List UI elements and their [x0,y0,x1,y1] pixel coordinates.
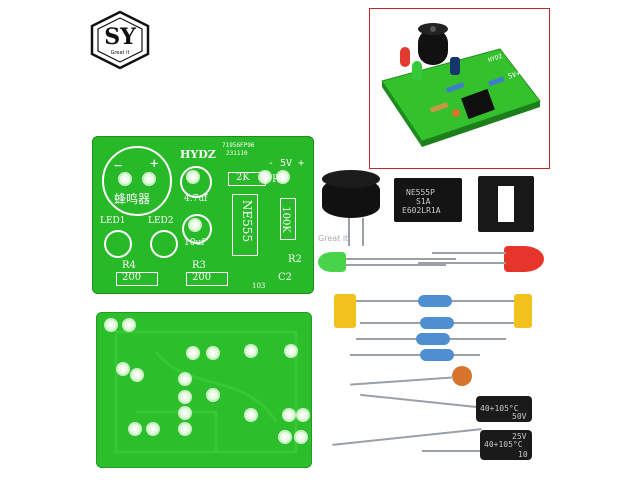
back-pad [132,370,142,380]
back-pad [180,424,190,434]
r4-value: 200 [122,272,142,283]
back-pad [284,410,294,420]
r3-outline [186,272,228,286]
back-pad [246,346,256,356]
ic-marking: NE555P [406,188,435,197]
r1-ref: R1 [272,174,286,185]
electrolytic-capacitor-large: 40+105°C 25V 10 [480,430,532,460]
resistor [420,317,454,329]
ic-label: NE555 [240,199,255,243]
back-pad [208,348,218,358]
ic-sub: S1A [416,197,431,206]
back-pad [180,374,190,384]
buzzer-pad [144,174,154,184]
c2-value: 103 [252,282,266,290]
cap-large-value: 10 [518,450,528,459]
back-pad [298,410,308,420]
r2-ref: R2 [288,254,302,265]
led2-label: LED2 [148,216,174,226]
buzzer-component [318,170,384,246]
yellow-capacitor [334,294,356,328]
ic-date: E602LR1A [402,206,441,215]
r1-value: 2K [236,172,250,183]
resistor [416,333,450,345]
brand-logo: SY Great it [88,10,152,70]
back-pad [118,364,128,374]
r3-ref: R3 [192,260,206,271]
red-led [504,246,544,272]
back-pad [246,410,256,420]
back-pad [280,432,290,442]
r2-outline [280,198,296,240]
buzzer-outline [102,146,172,216]
r1-outline [228,172,266,186]
led1-outline [104,230,132,258]
ic-chip: NE555P S1A E602LR1A [394,178,462,222]
cap-small-label: 40+105°C [480,404,519,413]
power-pad [278,172,288,182]
back-pad [180,408,190,418]
c2-ref: C2 [278,272,293,283]
back-pad [296,432,306,442]
r2-value: 100K [279,206,291,233]
back-pad [130,424,140,434]
back-pad [124,320,134,330]
r4-outline [116,272,158,286]
back-pad [180,392,190,402]
cap2-value: 10uf [184,238,205,248]
led2-outline [150,230,178,258]
assembled-board-inset: 5V+ HYDZ [369,8,550,169]
cap-large-label: 40+105°C [484,440,523,449]
cap-large-rating: 25V [512,432,527,441]
pcb-back-side [96,312,312,468]
ic-footprint [232,194,258,256]
buzzer-plus: + [150,156,159,172]
green-led [318,252,346,272]
buzzer-label: 蜂鸣器 [114,192,151,206]
watermark-text: Great it [318,234,349,243]
board-brand: HYDZ [180,148,216,161]
resistor [420,349,454,361]
cap1-outline [180,166,212,198]
back-pad [106,320,116,330]
board-date: 231110 [226,150,248,157]
buzzer-minus: − [114,158,123,174]
cap-small-rating: 50V [512,412,527,421]
cap1-pad [188,172,198,182]
r3-value: 200 [192,272,212,283]
cap1-value: 4.7uf [184,194,208,204]
board-voltage: - 5V + [268,158,305,169]
ceramic-capacitor [452,366,472,386]
back-pad [286,346,296,356]
cap2-outline [182,214,212,244]
ic-socket [478,176,534,232]
logo-letters: SY [104,24,136,50]
back-pad [208,390,218,400]
back-pad [148,424,158,434]
pcb-front-side: − + 蜂鸣器 HYDZ 71956FP96 231110 - 5V + 4.7… [92,136,314,294]
yellow-capacitor [514,294,532,328]
r4-ref: R4 [122,260,136,271]
board-code: 71956FP96 [222,142,255,149]
buzzer-pad [120,174,130,184]
cap2-pad [190,220,200,230]
electrolytic-capacitor-small: 40+105°C 50V [476,396,532,422]
resistor [418,295,452,307]
logo-tagline: Great it [110,50,130,56]
led1-label: LED1 [100,216,126,226]
back-pad [188,348,198,358]
